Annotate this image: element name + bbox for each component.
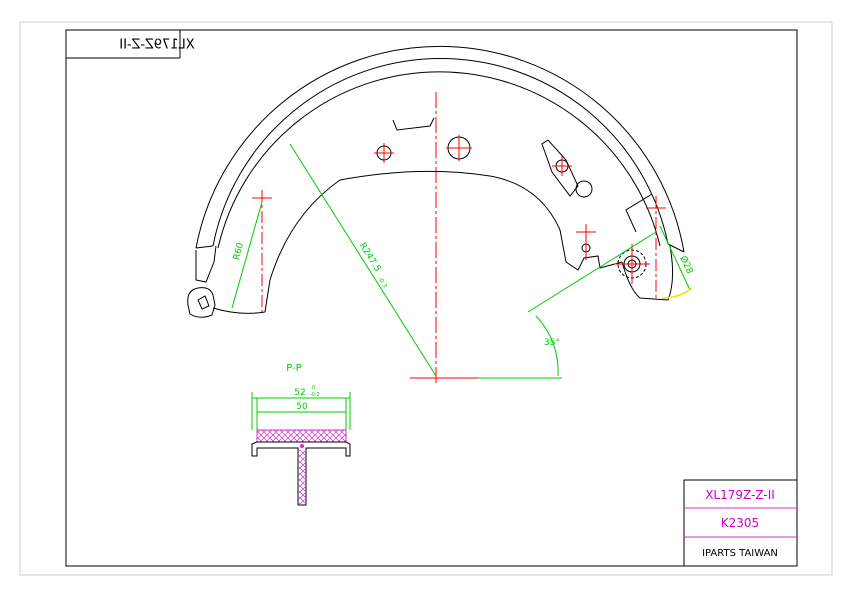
dim-dia: Ø28 xyxy=(677,254,695,276)
brake-shoe xyxy=(187,45,685,318)
header-tag-text: XL179Z-Z-II xyxy=(119,38,194,53)
section-lining xyxy=(256,429,347,443)
svg-text:-0.2: -0.2 xyxy=(310,392,320,398)
shoe-rim-arc xyxy=(217,71,661,249)
svg-text:52: 52 xyxy=(294,388,305,398)
svg-text:-0.3: -0.3 xyxy=(376,276,388,290)
center-lines xyxy=(252,92,666,385)
dim-angle: 35° xyxy=(544,338,560,348)
header-tag: XL179Z-Z-II xyxy=(66,30,195,59)
title-block: XL179Z-Z-II K2305 IPARTS TAIWAN xyxy=(683,479,798,567)
lining-outer-arc xyxy=(195,45,685,253)
section-dimensions xyxy=(251,392,351,430)
section-profile xyxy=(251,429,351,506)
hole-4 xyxy=(575,180,593,198)
dia-highlight-arc xyxy=(661,287,693,299)
svg-text:R247.5: R247.5 xyxy=(357,241,382,273)
dimensions xyxy=(231,143,691,379)
section-dim-50: 50 xyxy=(296,402,308,412)
dim-r247: R247.5 -0.3 xyxy=(357,241,389,290)
svg-text:0: 0 xyxy=(312,385,315,391)
section-web-hatch xyxy=(299,450,305,504)
dim-r60: R60 xyxy=(232,241,246,261)
sheet-outer-border xyxy=(19,21,833,576)
drawing-frame xyxy=(65,29,798,567)
section-dim-52: 52 0 -0.2 xyxy=(294,385,319,398)
title-part-number: XL179Z-Z-II xyxy=(705,488,775,502)
anchor-end xyxy=(187,287,216,318)
web-opening xyxy=(264,170,623,313)
title-ref-code: K2305 xyxy=(721,516,759,530)
toe-end xyxy=(621,245,674,301)
section-label: P-P xyxy=(286,363,301,374)
section-rim xyxy=(251,441,351,506)
lining-inner-arc xyxy=(212,58,669,247)
title-company: IPARTS TAIWAN xyxy=(702,548,778,559)
